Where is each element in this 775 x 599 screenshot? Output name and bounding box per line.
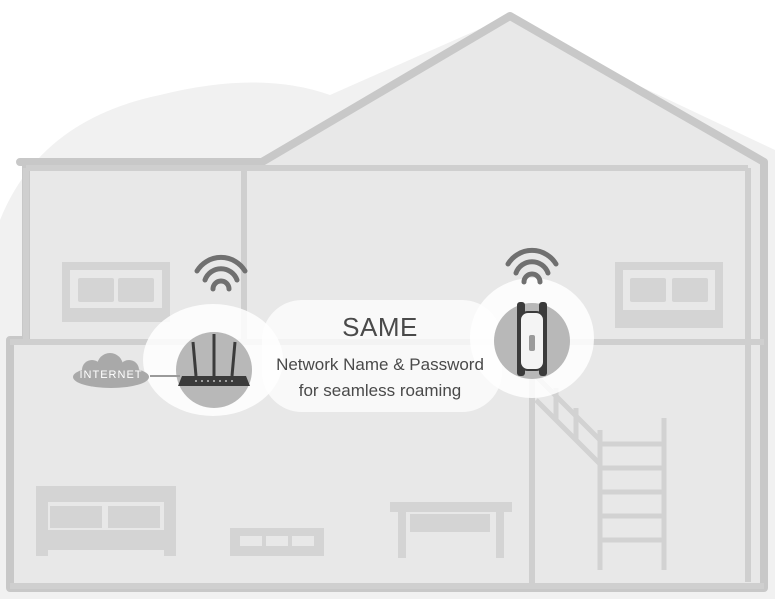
bed-icon: [62, 262, 170, 322]
wifi-icon: [194, 254, 248, 292]
extender-icon: [517, 302, 547, 376]
cloud-icon: [73, 353, 149, 388]
internet-label: INTERNET: [79, 369, 143, 381]
sofa-icon: [36, 486, 176, 556]
bed-icon: [615, 262, 723, 328]
desk-icon: [390, 502, 512, 558]
subline-seamless-roaming: for seamless roaming: [298, 381, 462, 400]
wifi-icon: [505, 247, 559, 285]
subline-network-name: Network Name & Password: [276, 355, 484, 374]
table-icon: [230, 528, 324, 556]
headline-same: SAME: [342, 312, 418, 342]
glow-center: [262, 300, 502, 412]
router-icon: [178, 334, 250, 386]
